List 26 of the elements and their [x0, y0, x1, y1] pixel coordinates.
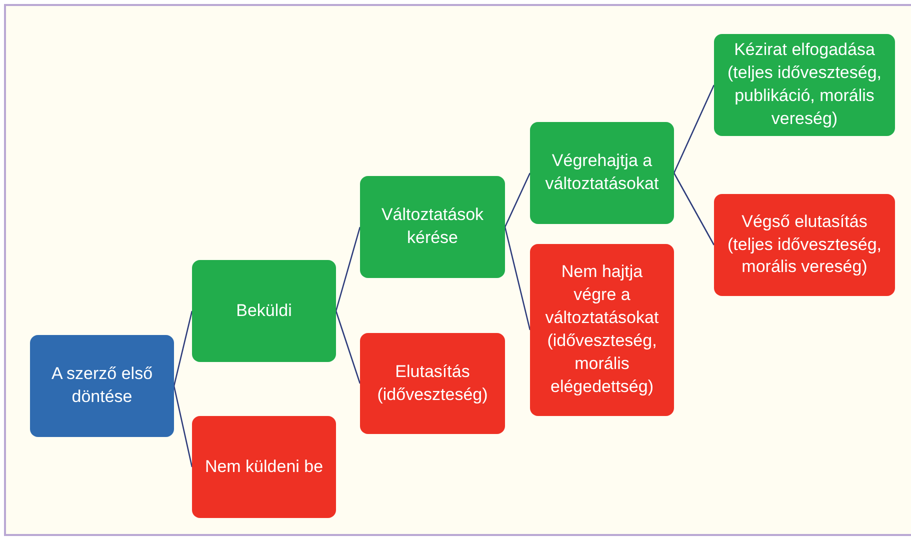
decision-box [192, 260, 336, 362]
box-text: Nem küldeni be [204, 456, 324, 478]
box-text: Végső elutasítás (teljes időveszteség, morális vereség) [726, 210, 883, 278]
connector-line [504, 226, 531, 330]
connector-line [673, 172, 715, 246]
decision-box [30, 335, 174, 437]
connector-line [335, 226, 361, 312]
decision-box [360, 176, 505, 278]
box-text: Végrehajtja a változtatásokat [544, 150, 660, 195]
decision-box [192, 416, 336, 518]
box-text: Beküldi [236, 300, 292, 322]
connector-line [673, 84, 715, 174]
box-text: Elutasítás (időveszteség) [376, 360, 489, 406]
connector-line [173, 386, 193, 468]
decision-box [714, 194, 895, 296]
connector-line [504, 172, 531, 228]
decision-box [530, 122, 674, 224]
box-text: A szerző első döntése [50, 363, 154, 408]
decision-box [530, 244, 674, 416]
connector-line [173, 310, 193, 386]
box-text: Kézirat elfogadása (teljes időveszteség, publikáció, morális vereség) [726, 39, 883, 130]
box-text: Nem hajtja végre a változtatásokat (időveszteség, morális elégedettség) [544, 261, 660, 398]
decision-box [360, 333, 505, 434]
connector-line [335, 310, 361, 384]
decision-box [714, 34, 895, 136]
box-text: Változtatások kérése [380, 204, 485, 249]
